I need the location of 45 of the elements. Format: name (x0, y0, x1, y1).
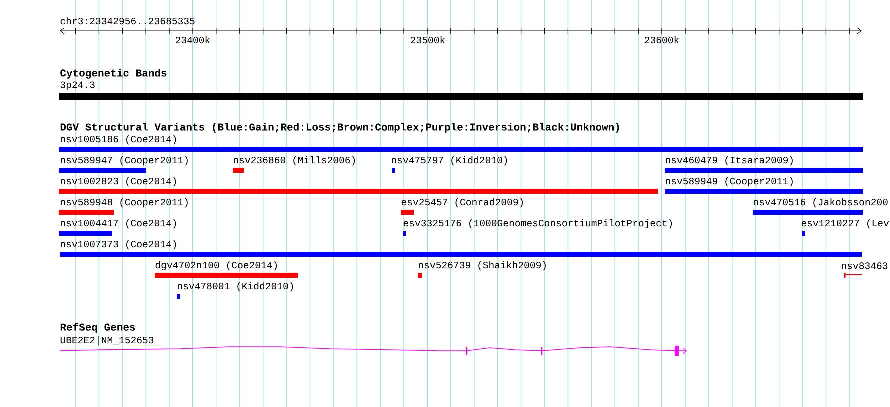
variant-bar: nsv1005186 (Coe2014) (59, 135, 863, 152)
variant-bar: nsv236860 (Mills2006) (233, 156, 356, 173)
tick-label: 23600k (645, 36, 680, 44)
tick-label: 23400k (176, 36, 210, 44)
tick-label: 23500k (411, 36, 446, 44)
node-label: nsv1007373 (Coe2014) (61, 240, 176, 250)
variant-bar: nsv589948 (Cooper2011) (59, 198, 188, 215)
node-label: nsv478001 (Kidd2010) (178, 282, 294, 292)
variant-bar: nsv526739 (Shaikh2009) (418, 261, 546, 278)
variant-bar: nsv589949 (Cooper2011) (665, 177, 863, 194)
variant-bar: esv1210227 (Lev (802, 219, 890, 236)
node-label: esv1210227 (Lev (802, 219, 890, 229)
node-label: dgv4702n100 (Coe2014) (156, 261, 278, 271)
node-label: nsv589948 (Cooper2011) (61, 198, 188, 208)
node-label: esv3325176 (1000GenomesConsortiumPilotProject) (404, 219, 672, 229)
track-heading: Cytogenetic Bands (60, 69, 167, 79)
variant-bar: nsv1002823 (Coe2014) (59, 177, 658, 194)
node-label: nsv460479 (Itsara2009) (666, 156, 793, 166)
variant-bar: esv25457 (Conrad2009) (401, 198, 524, 215)
variant-bar: nsv83463 (842, 262, 888, 278)
variant-bar: nsv470516 (Jakobsson200 (753, 198, 888, 215)
node-label: 3p24.3 (60, 82, 95, 90)
variant-bar: nsv1007373 (Coe2014) (60, 240, 862, 257)
node-label: nsv526739 (Shaikh2009) (419, 261, 546, 271)
track-heading: DGV Structural Variants (Blue:Gain;Red:Loss;Brown:Complex;Purple:Inversion;Black:Unknown) (60, 123, 620, 133)
node-label: UBE2E2|NM_152653 (60, 336, 154, 346)
node-label: nsv236860 (Mills2006) (234, 156, 356, 166)
node-label: nsv1005186 (Coe2014) (61, 135, 176, 145)
node-label: nsv1004417 (Coe2014) (61, 219, 176, 229)
variant-bar: nsv460479 (Itsara2009) (665, 156, 863, 173)
node-label: esv25457 (Conrad2009) (402, 198, 524, 208)
variant-bar: nsv1004417 (Coe2014) (59, 219, 176, 236)
variant-bar: esv3325176 (1000GenomesConsortiumPilotProject) (403, 219, 672, 236)
variant-bar: nsv478001 (Kidd2010) (177, 282, 294, 299)
cytoband-bar: 3p24.3 (59, 82, 863, 100)
variant-bar: nsv589947 (Cooper2011) (59, 156, 188, 173)
variant-bar: nsv475797 (Kidd2010) (392, 156, 508, 173)
node-label: nsv589949 (Cooper2011) (666, 177, 793, 187)
ruler-label: chr3:23342956..23685335 (60, 17, 195, 25)
node-label: nsv1002823 (Coe2014) (61, 177, 176, 187)
node-label: nsv475797 (Kidd2010) (392, 156, 508, 166)
variant-bar: dgv4702n100 (Coe2014) (155, 261, 298, 278)
gene-model: UBE2E2|NM_152653 (60, 336, 688, 356)
node-label: nsv589947 (Cooper2011) (61, 156, 188, 166)
node-label: nsv470516 (Jakobsson200 (754, 198, 888, 208)
